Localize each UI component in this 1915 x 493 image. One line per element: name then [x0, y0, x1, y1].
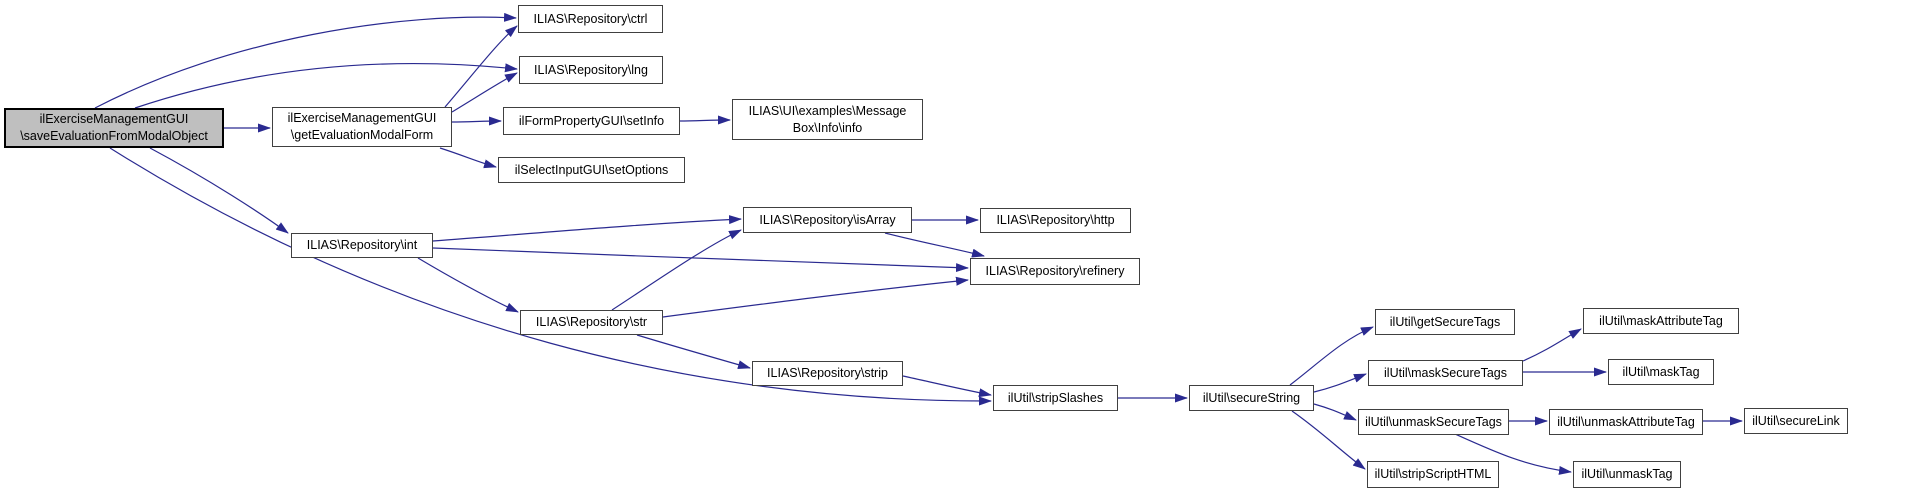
graph-node-setInfo[interactable]: ilFormPropertyGUI\setInfo: [503, 107, 680, 135]
graph-node-setOptions[interactable]: ilSelectInputGUI\setOptions: [498, 157, 685, 183]
graph-node-label: ilUtil\maskTag: [1622, 364, 1700, 379]
graph-node-label: ilUtil\stripSlashes: [1007, 390, 1104, 405]
edge-getEvaluationModalForm-to-lng: [451, 72, 518, 113]
graph-node-label: ilUtil\secureLink: [1752, 413, 1840, 428]
graph-node-ctrl[interactable]: ILIAS\Repository\ctrl: [518, 5, 663, 33]
graph-node-unmaskAttributeTag[interactable]: ilUtil\unmaskAttributeTag: [1549, 409, 1703, 435]
graph-node-label: ilUtil\getSecureTags: [1389, 314, 1501, 329]
graph-node-label: Box\Info\info: [792, 120, 863, 135]
graph-node-label: ilExerciseManagementGUI: [39, 112, 189, 127]
edge-saveEvaluationFromModalObject-to-ctrl: [94, 12, 517, 109]
graph-node-int[interactable]: ILIAS\Repository\int: [291, 233, 433, 258]
graph-node-label: ILIAS\Repository\str: [535, 315, 648, 330]
graph-node-strip[interactable]: ILIAS\Repository\strip: [752, 361, 903, 386]
graph-node-saveEvaluationFromModalObject[interactable]: ilExerciseManagementGUI \saveEvaluationFr…: [4, 108, 224, 148]
edge-saveEvaluationFromModalObject-to-stripSlashes: [109, 147, 992, 406]
graph-node-label: ilUtil\maskSecureTags: [1384, 365, 1507, 380]
graph-node-stripScriptHTML[interactable]: ilUtil\stripScriptHTML: [1367, 461, 1499, 488]
edge-getEvaluationModalForm-to-setOptions: [439, 147, 497, 169]
edge-secureString-to-maskSecureTags: [1313, 373, 1367, 393]
graph-node-label: ilUtil\unmaskSecureTags: [1365, 414, 1502, 429]
graph-node-maskTag[interactable]: ilUtil\maskTag: [1608, 359, 1714, 385]
edge-secureString-to-getSecureTags: [1289, 326, 1374, 386]
edge-getEvaluationModalForm-to-setInfo: [451, 116, 502, 126]
graph-node-label: ILIAS\Repository\refinery: [985, 264, 1125, 279]
graph-node-label: ilUtil\unmaskAttributeTag: [1557, 414, 1695, 429]
edge-int-to-str: [417, 257, 519, 313]
graph-node-label: ILIAS\Repository\http: [996, 213, 1115, 228]
graph-node-label: ilExerciseManagementGUI: [287, 111, 437, 126]
edge-strip-to-stripSlashes: [902, 375, 992, 398]
graph-node-unmaskSecureTags[interactable]: ilUtil\unmaskSecureTags: [1358, 409, 1509, 435]
edge-str-to-refinery: [662, 276, 969, 318]
edge-setInfo-to-messageBoxInfo: [679, 115, 731, 125]
edge-str-to-isArray: [611, 229, 742, 311]
graph-node-secureString[interactable]: ilUtil\secureString: [1189, 385, 1314, 411]
edge-secureString-to-unmaskSecureTags: [1313, 403, 1357, 421]
graph-node-http[interactable]: ILIAS\Repository\http: [980, 208, 1131, 233]
graph-node-label: ilFormPropertyGUI\setInfo: [518, 113, 665, 128]
graph-node-label: ILIAS\Repository\isArray: [759, 212, 896, 227]
edge-int-to-refinery: [432, 247, 969, 273]
graph-node-secureLink[interactable]: ilUtil\secureLink: [1744, 408, 1848, 434]
graph-node-maskSecureTags[interactable]: ilUtil\maskSecureTags: [1368, 360, 1523, 386]
graph-node-label: \getEvaluationModalForm: [290, 128, 434, 142]
graph-node-getEvaluationModalForm[interactable]: ilExerciseManagementGUI \getEvaluationMod…: [272, 107, 452, 147]
edge-secureString-to-stripScriptHTML: [1291, 410, 1366, 470]
edge-str-to-strip: [636, 334, 751, 370]
graph-node-label: ilUtil\maskAttributeTag: [1599, 313, 1723, 328]
graph-node-getSecureTags[interactable]: ilUtil\getSecureTags: [1375, 309, 1515, 335]
edge-maskSecureTags-to-maskAttributeTag: [1522, 328, 1582, 362]
edge-saveEvaluationFromModalObject-to-int: [149, 147, 289, 234]
edge-int-to-isArray: [432, 215, 742, 242]
edge-saveEvaluationFromModalObject-to-lng: [134, 62, 518, 109]
graph-node-label: ilUtil\stripScriptHTML: [1374, 467, 1492, 482]
graph-node-label: ilUtil\unmaskTag: [1581, 467, 1673, 482]
edge-getEvaluationModalForm-to-ctrl: [444, 25, 518, 108]
graph-node-label: ILIAS\Repository\lng: [534, 62, 648, 77]
graph-node-label: ILIAS\Repository\int: [306, 238, 418, 253]
edge-unmaskSecureTags-to-unmaskTag: [1454, 433, 1572, 475]
graph-node-refinery[interactable]: ILIAS\Repository\refinery: [970, 258, 1140, 285]
graph-node-label: \saveEvaluationFromModalObject: [20, 129, 208, 143]
graph-node-maskAttributeTag[interactable]: ilUtil\maskAttributeTag: [1583, 308, 1739, 334]
graph-node-isArray[interactable]: ILIAS\Repository\isArray: [743, 207, 912, 233]
graph-node-stripSlashes[interactable]: ilUtil\stripSlashes: [993, 385, 1118, 411]
graph-node-label: ILIAS\Repository\ctrl: [533, 11, 648, 26]
graph-node-lng[interactable]: ILIAS\Repository\lng: [519, 56, 663, 84]
graph-node-str[interactable]: ILIAS\Repository\str: [520, 310, 663, 335]
graph-node-label: ILIAS\UI\examples\Message: [748, 103, 907, 118]
edge-isArray-to-refinery: [884, 232, 985, 258]
graph-node-label: ilUtil\secureString: [1202, 390, 1301, 405]
graph-node-unmaskTag[interactable]: ilUtil\unmaskTag: [1573, 461, 1681, 488]
graph-node-label: ilSelectInputGUI\setOptions: [514, 162, 669, 177]
graph-node-label: ILIAS\Repository\strip: [767, 366, 888, 381]
